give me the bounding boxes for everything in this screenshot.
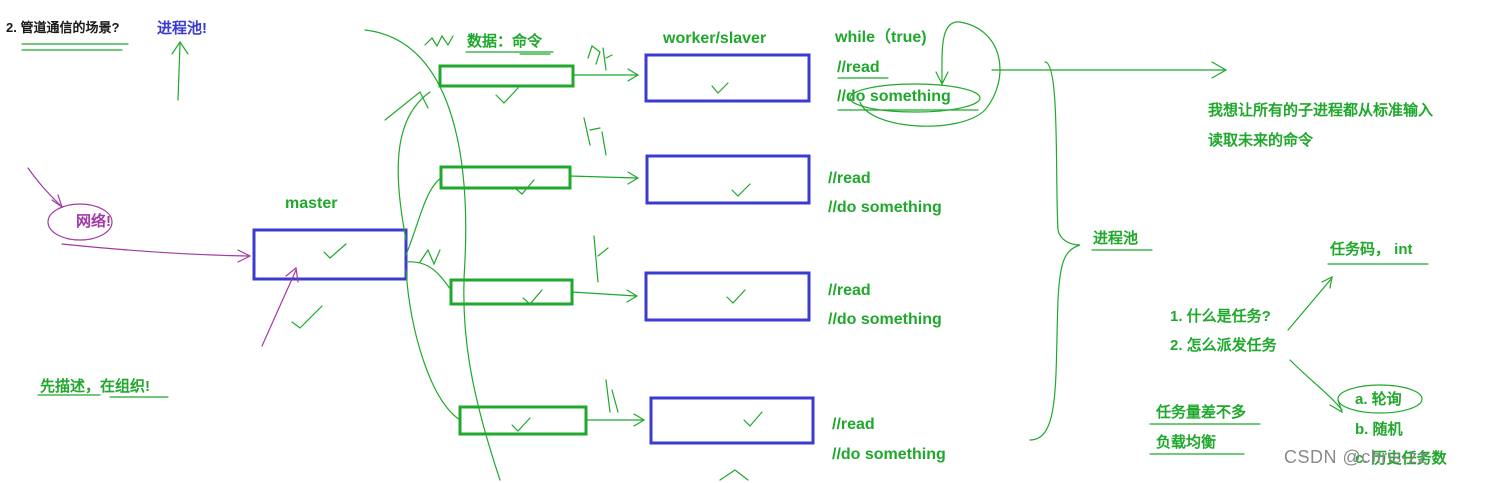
balance-line2: 负载均衡 bbox=[1156, 434, 1217, 451]
pipe-box-4 bbox=[458, 405, 588, 436]
task-code-label: 任务码， int bbox=[1330, 241, 1413, 258]
while-true-label: while（true) bbox=[835, 29, 927, 46]
balance-line1: 任务量差不多 bbox=[1156, 404, 1247, 421]
option-c: c. 历史任务数 bbox=[1355, 450, 1447, 467]
option-b: b. 随机 bbox=[1355, 421, 1403, 438]
worker-1-read: //read bbox=[837, 59, 880, 76]
pipe-box-2 bbox=[439, 165, 572, 190]
worker-3-do: //do something bbox=[828, 311, 942, 328]
master-box bbox=[252, 228, 408, 281]
option-a: a. 轮询 bbox=[1355, 391, 1402, 408]
pool-tag: 进程池! bbox=[157, 20, 207, 37]
stdin-note-line2: 读取未来的命令 bbox=[1208, 132, 1314, 149]
question-2: 2. 怎么派发任务 bbox=[1170, 337, 1277, 354]
describe-organize-note: 先描述，在组织! bbox=[40, 378, 150, 395]
worker-box-1 bbox=[644, 53, 811, 103]
worker-2-read: //read bbox=[828, 170, 871, 187]
workers-label: worker/slaver bbox=[663, 30, 767, 47]
pipe-box-1 bbox=[438, 64, 575, 88]
stdin-note-line1: 我想让所有的子进程都从标准输入 bbox=[1208, 102, 1434, 119]
network-label: 网络! bbox=[76, 213, 111, 230]
worker-1-do: //do something bbox=[837, 88, 951, 105]
master-label: master bbox=[285, 195, 338, 212]
worker-4-do: //do something bbox=[832, 446, 946, 463]
data-command-label: 数据：命令 bbox=[467, 33, 543, 50]
worker-box-2 bbox=[645, 154, 811, 205]
pipe-box-3 bbox=[449, 278, 574, 306]
worker-box-3 bbox=[644, 271, 811, 322]
pool-label: 进程池 bbox=[1093, 230, 1139, 247]
worker-4-read: //read bbox=[832, 416, 875, 433]
page-title: 2. 管道通信的场景? bbox=[6, 20, 120, 35]
worker-box-4 bbox=[649, 396, 815, 445]
watermark: CSDN @chris-zz bbox=[1284, 447, 1428, 467]
question-1: 1. 什么是任务? bbox=[1170, 308, 1271, 325]
worker-2-do: //do something bbox=[828, 199, 942, 216]
worker-3-read: //read bbox=[828, 282, 871, 299]
